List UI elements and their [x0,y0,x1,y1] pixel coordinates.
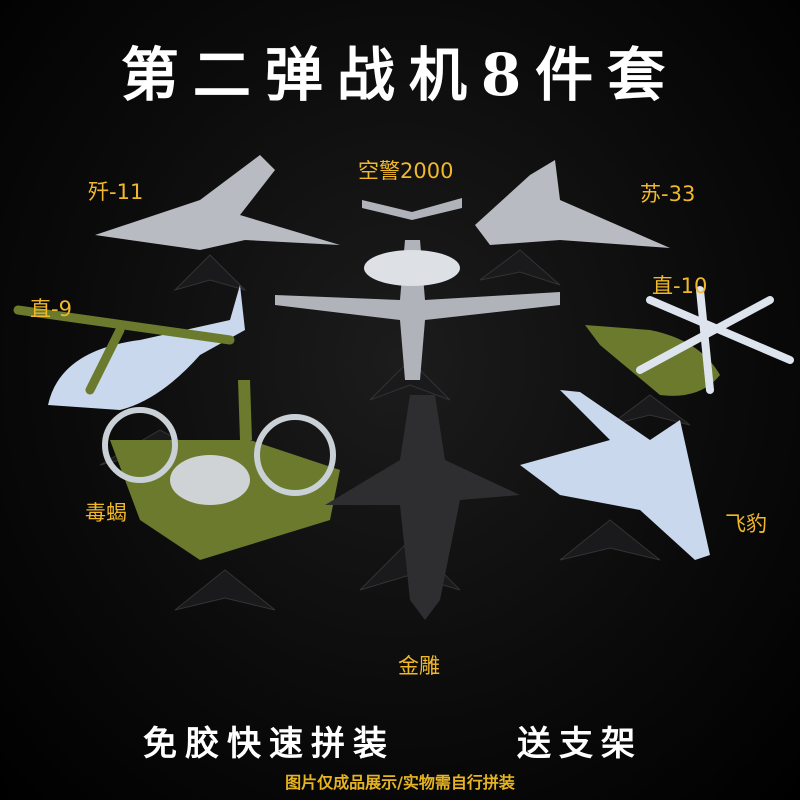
label-kj2000: 空警2000 [358,159,454,183]
gift-text: 送支架 [517,724,643,764]
label-z10: 直-10 [652,274,708,298]
golden-eagle-model [325,395,520,620]
label-scorpion: 毒蝎 [85,501,127,525]
label-j11: 歼-11 [88,180,144,204]
product-title: 第二弹战机8件套 [120,41,680,109]
feature-text: 免胶快速拼装 [143,724,395,764]
label-su33: 苏-33 [640,182,696,206]
z10-model [585,286,794,396]
label-golden-eagle: 金雕 [398,654,440,678]
label-z9: 直-9 [30,297,72,321]
z9-model [13,285,245,410]
label-jh7: 飞豹 [725,512,767,536]
jh7-model [520,390,710,560]
kj2000-model [275,198,560,380]
scorpion-model [102,380,340,560]
disclaimer-text: 图片仅成品展示/实物需自行拼装 [285,773,515,792]
su33-model [475,160,670,248]
j11-model [95,155,340,250]
